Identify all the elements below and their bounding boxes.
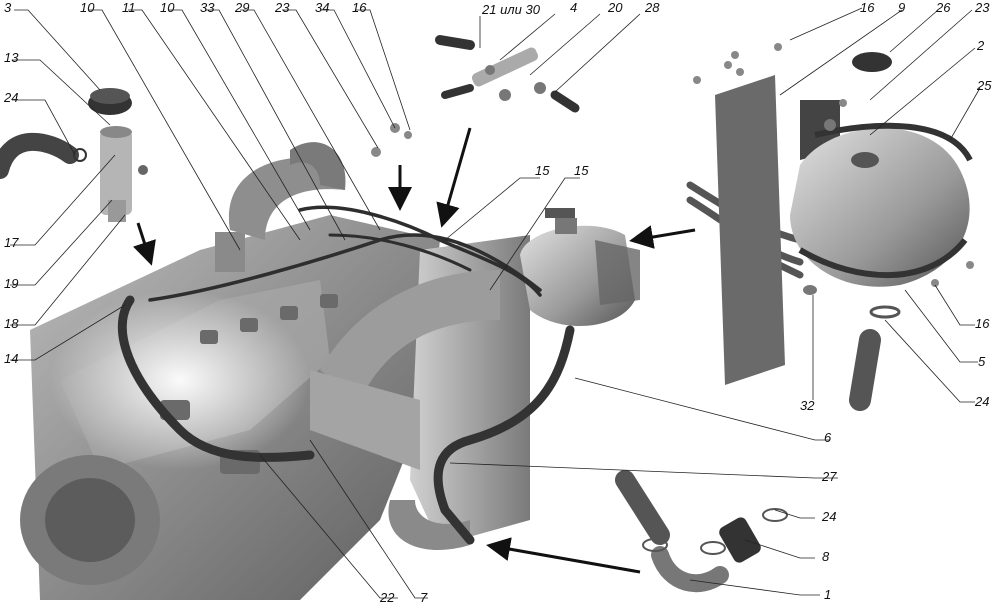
- elbow-hose-assembly: [642, 508, 788, 593]
- callout-2: 2: [976, 38, 985, 53]
- callout-25: 25: [976, 78, 992, 93]
- arrow-to-fitting: [436, 127, 472, 228]
- engine-block: [20, 215, 440, 600]
- callout-11: 11: [122, 0, 136, 15]
- callout-16b: 16: [860, 0, 875, 15]
- arrow-to-tank: [629, 225, 696, 249]
- expansion-tank-mounted: [520, 208, 640, 327]
- callout-15a: 15: [535, 163, 550, 178]
- callout-16a: 16: [352, 0, 367, 15]
- callout-9: 9: [898, 0, 905, 15]
- callout-32: 32: [800, 398, 815, 413]
- callout-29: 29: [234, 0, 249, 15]
- pointer-arrows: [133, 127, 696, 574]
- callout-19: 19: [4, 276, 18, 291]
- arrow-to-outlet: [486, 537, 641, 574]
- callout-17: 17: [4, 235, 19, 250]
- callout-1: 1: [824, 587, 831, 602]
- callout-23a: 23: [274, 0, 290, 15]
- callout-7: 7: [420, 590, 428, 605]
- arrow-to-filler: [133, 222, 156, 266]
- callout-6: 6: [824, 430, 832, 445]
- callout-16c: 16: [975, 316, 990, 331]
- hoses: [0, 132, 881, 545]
- callout-10b: 10: [160, 0, 175, 15]
- callout-28: 28: [644, 0, 660, 15]
- callout-3: 3: [4, 0, 12, 15]
- callout-4: 4: [570, 0, 577, 15]
- callout-13: 13: [4, 50, 19, 65]
- callout-33: 33: [200, 0, 215, 15]
- callout-26: 26: [935, 0, 951, 15]
- callout-15b: 15: [574, 163, 589, 178]
- fasteners: [371, 43, 847, 157]
- callout-23b: 23: [974, 0, 990, 15]
- callout-24c: 24: [821, 509, 836, 524]
- leader-lines: [10, 7, 981, 599]
- callout-labels: 3 10 11 10 33 29 23 34 16 21 или 30 4 20…: [3, 0, 992, 605]
- callout-22: 22: [379, 590, 395, 605]
- filler-neck-assembly: [73, 88, 148, 222]
- bracket-and-tank-assembly: [715, 52, 974, 385]
- callout-24a: 24: [3, 90, 18, 105]
- callout-21-or-30: 21 или 30: [481, 2, 541, 17]
- callout-5: 5: [978, 354, 986, 369]
- callout-24b: 24: [974, 394, 989, 409]
- tee-fitting-assembly: [435, 35, 580, 113]
- callout-34: 34: [315, 0, 329, 15]
- callout-27: 27: [821, 469, 837, 484]
- callout-8: 8: [822, 549, 830, 564]
- callout-18: 18: [4, 316, 19, 331]
- callout-14: 14: [4, 351, 18, 366]
- callout-20: 20: [607, 0, 623, 15]
- callout-10a: 10: [80, 0, 95, 15]
